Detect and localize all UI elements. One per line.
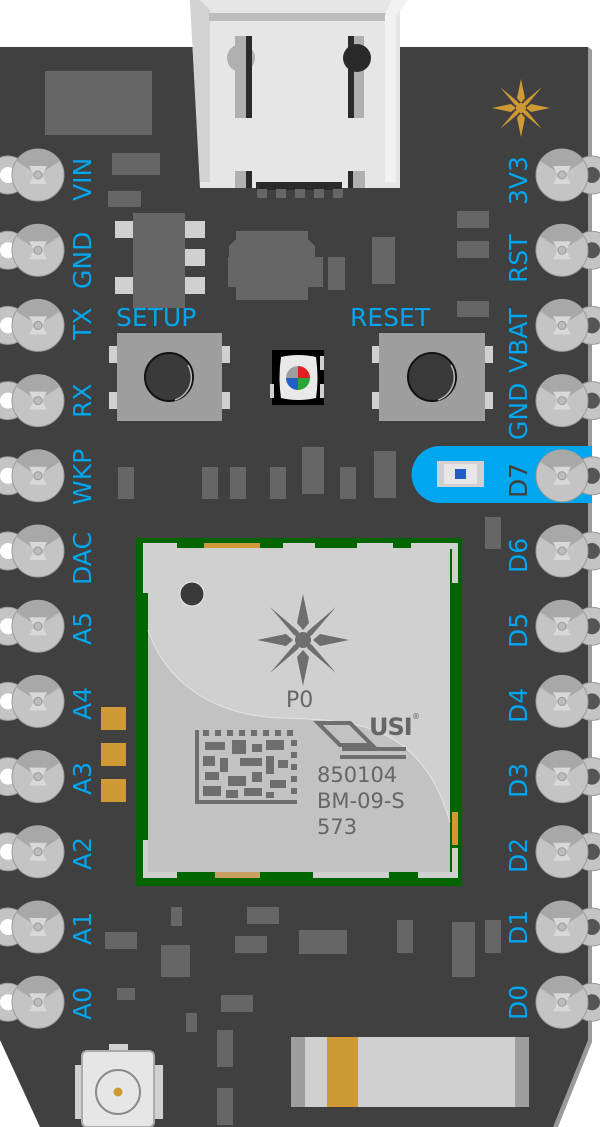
pin-label-tx: TX	[68, 307, 97, 340]
pin-label-rx: RX	[68, 383, 97, 419]
setup-button-label: SETUP	[116, 303, 197, 332]
module-line1: 850104	[317, 763, 398, 787]
component-rect	[457, 241, 489, 258]
pin-pad-a4[interactable]	[0, 674, 65, 728]
p0-wifi-module	[136, 538, 462, 886]
pin-label-rst: RST	[504, 234, 533, 283]
particle-star-icon	[492, 79, 550, 137]
pin-label-gnd-left: GND	[68, 231, 97, 289]
pin-label-a0: A0	[68, 986, 97, 1020]
module-line3: 573	[317, 815, 358, 839]
pin-pad-a5[interactable]	[0, 599, 65, 653]
component-rect	[112, 153, 160, 175]
component-rect	[457, 301, 489, 317]
right-pin-header	[535, 148, 600, 1029]
component-rect	[457, 211, 489, 228]
component-rect	[228, 257, 246, 287]
pin-pad-wkp[interactable]	[0, 449, 65, 503]
pin-pad-a1[interactable]	[0, 900, 65, 954]
pin-pad-d1[interactable]	[535, 900, 600, 954]
pin-pad-rst[interactable]	[535, 223, 600, 277]
voltage-regulator-chip	[115, 213, 205, 308]
component-rect	[108, 191, 141, 207]
pin-pad-a3[interactable]	[0, 750, 65, 804]
module-registered-mark: ®	[412, 712, 420, 721]
gold-pads	[101, 707, 126, 802]
component-rect	[45, 71, 152, 135]
module-line2: BM-09-S	[317, 789, 405, 813]
pin-label-d4: D4	[504, 687, 533, 723]
reset-button-label: RESET	[350, 303, 431, 332]
pin-pad-d4[interactable]	[535, 674, 600, 728]
pin-label-a3: A3	[68, 761, 97, 795]
u-fl-antenna-connector[interactable]	[75, 1044, 163, 1127]
left-pin-header	[0, 148, 65, 1029]
pin-label-dac: DAC	[68, 532, 97, 585]
component-rect	[328, 257, 345, 290]
pin-label-a5: A5	[68, 611, 97, 645]
pin-pad-a2[interactable]	[0, 825, 65, 879]
chip-antenna	[291, 1037, 529, 1107]
pin-label-d1: D1	[504, 909, 533, 945]
inductor	[229, 231, 315, 300]
data-matrix-code	[195, 730, 297, 804]
module-brand: USI	[369, 713, 413, 741]
module-model: P0	[286, 688, 314, 713]
pin-label-d3: D3	[504, 762, 533, 798]
pin-pad-d0[interactable]	[535, 975, 600, 1029]
rgb-led-icon	[270, 350, 324, 405]
pin-pad-d7[interactable]	[535, 449, 600, 503]
bottom-components	[105, 907, 501, 1125]
reset-button[interactable]	[372, 333, 493, 421]
pin-pad-dac[interactable]	[0, 524, 65, 578]
pin-label-d5: D5	[504, 612, 533, 648]
pin-label-d6: D6	[504, 537, 533, 573]
micro-usb-connector[interactable]	[190, 0, 408, 198]
pin-label-a4: A4	[68, 686, 97, 720]
pin-pad-d2[interactable]	[535, 825, 600, 879]
pin-label-a2: A2	[68, 836, 97, 870]
d7-blue-led	[455, 469, 466, 479]
pin-pad-a0[interactable]	[0, 975, 65, 1029]
component-rect	[372, 237, 395, 284]
pin-pad-gnd[interactable]	[535, 374, 600, 428]
setup-button[interactable]	[109, 333, 230, 421]
pin-pad-rx[interactable]	[0, 374, 65, 428]
particle-star-icon	[257, 594, 349, 686]
component-rect	[305, 257, 323, 287]
pin-label-gnd-right: GND	[504, 382, 533, 440]
pin-pad-gnd[interactable]	[0, 223, 65, 277]
pin-pad-vin[interactable]	[0, 148, 65, 202]
pin-label-d0: D0	[504, 984, 533, 1020]
pin-pad-tx[interactable]	[0, 298, 65, 352]
pin-pad-vbat[interactable]	[535, 298, 600, 352]
pin-label-a1: A1	[68, 911, 97, 945]
usi-logo	[313, 721, 406, 759]
pin-label-d7: D7	[504, 462, 533, 498]
pin-pad-d6[interactable]	[535, 524, 600, 578]
component-row	[118, 447, 501, 549]
pin-pad-d5[interactable]	[535, 599, 600, 653]
pin-pad-3v3[interactable]	[535, 148, 600, 202]
pin-pad-d3[interactable]	[535, 750, 600, 804]
pin-label-3v3: 3V3	[504, 156, 533, 205]
pin-label-d2: D2	[504, 837, 533, 873]
pin-label-vbat: VBAT	[504, 308, 533, 373]
pin-label-vin: VIN	[68, 157, 97, 201]
pin-label-wkp: WKP	[68, 448, 97, 505]
